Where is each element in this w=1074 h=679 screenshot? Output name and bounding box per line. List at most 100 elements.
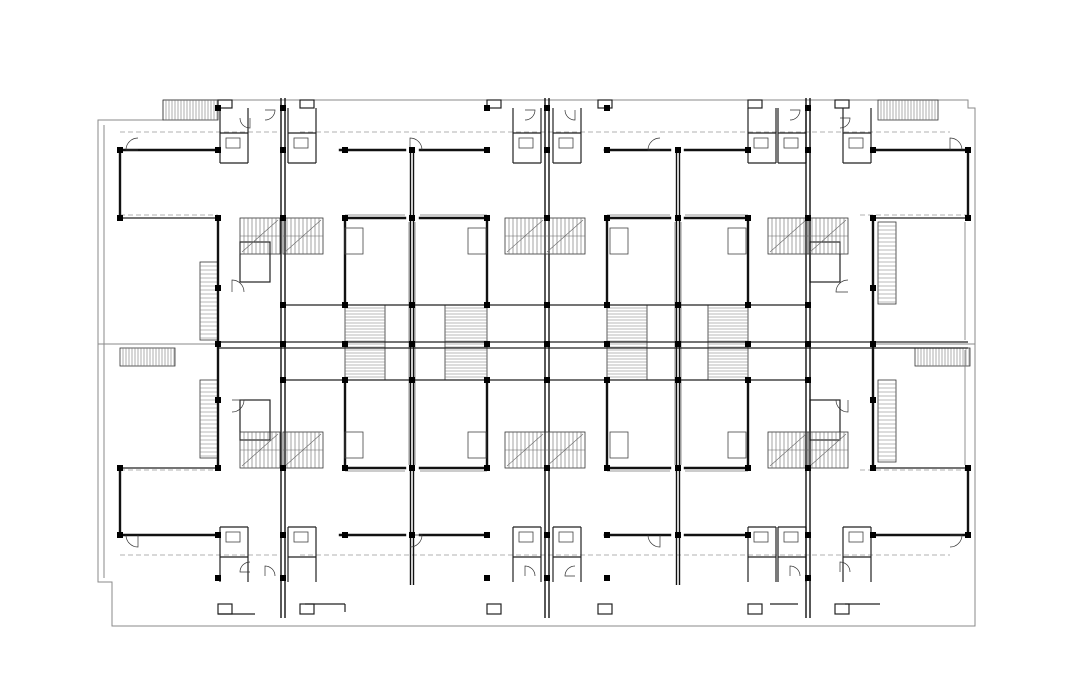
column bbox=[870, 397, 876, 403]
closet bbox=[239, 399, 271, 441]
door-swing bbox=[949, 137, 963, 151]
column bbox=[117, 215, 123, 221]
entry-box bbox=[834, 603, 850, 615]
fixtures bbox=[225, 137, 864, 543]
terrace-hatch-mid-left bbox=[119, 347, 176, 367]
column bbox=[215, 575, 221, 581]
terrace-hatch-top-left bbox=[162, 99, 219, 121]
column bbox=[280, 575, 286, 581]
entry-box bbox=[299, 99, 315, 109]
column bbox=[215, 147, 221, 153]
wc-fixture bbox=[753, 531, 769, 543]
wc-fixture bbox=[783, 531, 799, 543]
column bbox=[342, 341, 348, 347]
column bbox=[805, 341, 811, 347]
column bbox=[675, 532, 681, 538]
column bbox=[604, 532, 610, 538]
column bbox=[604, 105, 610, 111]
column bbox=[280, 215, 286, 221]
wardrobe bbox=[609, 227, 629, 255]
stair-cut-line bbox=[284, 433, 322, 467]
entry-box bbox=[299, 603, 315, 615]
column bbox=[870, 147, 876, 153]
wc-fixture bbox=[293, 531, 309, 543]
column bbox=[409, 302, 415, 308]
stair-cut-line bbox=[241, 219, 279, 253]
entry-box bbox=[486, 99, 502, 109]
wardrobe bbox=[727, 431, 747, 459]
column bbox=[544, 215, 550, 221]
door-swing bbox=[949, 534, 963, 548]
stair-cut-line bbox=[506, 219, 544, 253]
column bbox=[805, 147, 811, 153]
column bbox=[117, 532, 123, 538]
column bbox=[484, 105, 490, 111]
entry-box bbox=[597, 603, 613, 615]
stair-cut-line bbox=[284, 219, 322, 253]
wc-fixture bbox=[753, 137, 769, 149]
column bbox=[280, 532, 286, 538]
column bbox=[544, 465, 550, 471]
column bbox=[342, 302, 348, 308]
column bbox=[965, 215, 971, 221]
column bbox=[409, 465, 415, 471]
column bbox=[870, 341, 876, 347]
wc-fixture bbox=[848, 137, 864, 149]
column bbox=[484, 341, 490, 347]
stair-cut-line bbox=[546, 433, 584, 467]
entry-box bbox=[486, 603, 502, 615]
column bbox=[215, 105, 221, 111]
column bbox=[805, 532, 811, 538]
column bbox=[342, 215, 348, 221]
column bbox=[215, 465, 221, 471]
door-swing bbox=[835, 279, 849, 293]
column bbox=[544, 105, 550, 111]
door-swing bbox=[835, 399, 849, 413]
stair-cut-line bbox=[809, 219, 847, 253]
balcony-hatch-right-lower bbox=[877, 379, 897, 463]
column bbox=[484, 302, 490, 308]
column bbox=[544, 341, 550, 347]
column bbox=[215, 341, 221, 347]
column bbox=[280, 465, 286, 471]
door-swing bbox=[564, 565, 576, 577]
column bbox=[544, 147, 550, 153]
column bbox=[675, 465, 681, 471]
column bbox=[745, 532, 751, 538]
wc-fixture bbox=[783, 137, 799, 149]
column bbox=[805, 377, 811, 383]
column bbox=[215, 397, 221, 403]
column bbox=[117, 147, 123, 153]
door-swing bbox=[789, 109, 801, 121]
column bbox=[215, 215, 221, 221]
wardrobe bbox=[609, 431, 629, 459]
wardrobe bbox=[467, 227, 487, 255]
door-swing bbox=[239, 117, 251, 129]
stair-cut-line bbox=[546, 219, 584, 253]
door-swing bbox=[231, 279, 245, 293]
column bbox=[870, 465, 876, 471]
wardrobe bbox=[727, 227, 747, 255]
column bbox=[409, 147, 415, 153]
stair-cut-line bbox=[809, 433, 847, 467]
stair-cut-line bbox=[769, 433, 807, 467]
wc-fixture bbox=[558, 531, 574, 543]
column bbox=[675, 302, 681, 308]
column bbox=[409, 215, 415, 221]
column bbox=[745, 215, 751, 221]
door-swing bbox=[524, 565, 536, 577]
column bbox=[805, 215, 811, 221]
balcony-dashed-lines bbox=[120, 131, 968, 556]
wc-fixture bbox=[225, 137, 241, 149]
column bbox=[215, 285, 221, 291]
door-swing bbox=[239, 561, 251, 573]
column bbox=[484, 215, 490, 221]
column bbox=[604, 302, 610, 308]
column bbox=[965, 532, 971, 538]
entry-box bbox=[217, 99, 233, 109]
column bbox=[484, 532, 490, 538]
balcony-hatch-right-upper bbox=[877, 221, 897, 305]
terrace-hatch-mid-right bbox=[914, 347, 971, 367]
structural-columns bbox=[117, 105, 971, 581]
terrace-hatching bbox=[119, 99, 971, 463]
